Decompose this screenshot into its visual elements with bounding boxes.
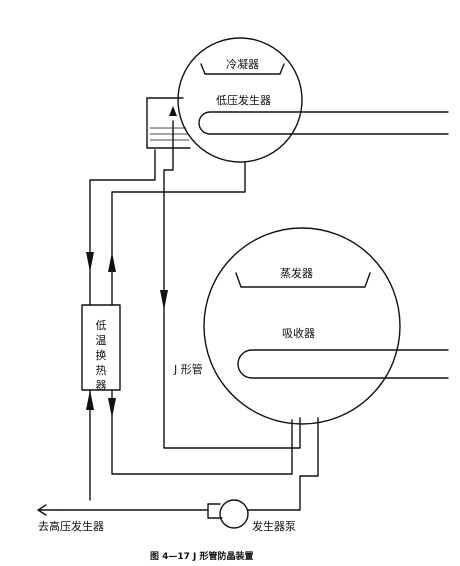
low-pressure-generator-label: 低压发生器: [216, 94, 271, 107]
heat-exchanger-box: [81, 304, 121, 391]
figure-caption: 图 4—17 J 形管防晶装置: [150, 552, 254, 562]
generator-pump: [219, 499, 249, 529]
flow-arrow: [108, 398, 116, 418]
generator-pump-label: 发生器泵: [252, 520, 296, 533]
flow-arrow: [169, 106, 177, 116]
heat-exchanger-label: 低温换热器: [95, 319, 107, 392]
j-tube-label: J 形管: [174, 363, 203, 376]
outlet-arrow: [37, 504, 63, 516]
absorber-label: 吸收器: [282, 327, 315, 340]
condenser-label: 冷凝器: [226, 58, 259, 71]
absorber-tube: [237, 349, 449, 379]
to-high-pressure-generator-label: 去高压发生器: [38, 520, 104, 533]
evaporator-tray: [235, 272, 371, 288]
flow-arrow: [86, 252, 94, 272]
low-pressure-generator-vessel: [177, 37, 303, 163]
j-tube: [163, 120, 301, 449]
evaporator-label: 蒸发器: [280, 267, 313, 280]
upper-heating-tube: [198, 111, 449, 135]
tank-liquid-hatch: [149, 127, 190, 141]
flow-arrow: [160, 290, 168, 310]
flow-arrow: [86, 390, 94, 410]
overflow-tank: [146, 97, 191, 149]
absorber-vessel: [203, 227, 401, 425]
flow-arrow: [108, 252, 116, 272]
condenser-tray: [200, 63, 285, 75]
